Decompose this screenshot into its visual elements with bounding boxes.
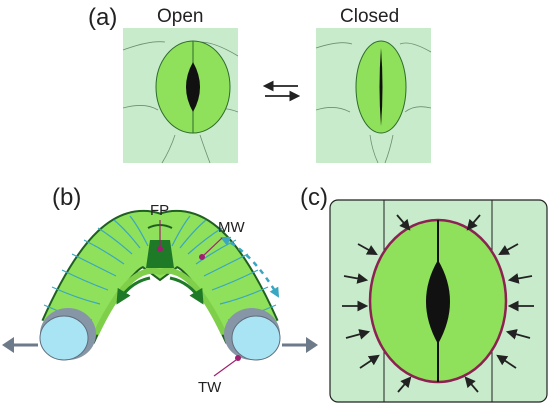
closed-stoma	[315, 28, 432, 164]
tw-label: TW	[198, 379, 222, 396]
stretch-arrow-icon	[220, 236, 280, 298]
stomatal-pore-open	[186, 62, 200, 112]
left-tube-end	[39, 308, 96, 361]
pressure-arrow-icon	[396, 214, 411, 231]
pressure-arrow-icon	[498, 243, 519, 256]
mw-label: MW	[218, 219, 245, 236]
panel-c-label: (c)	[300, 184, 328, 211]
pressure-arrow-icon	[357, 243, 378, 256]
fixed-pole	[146, 240, 174, 268]
open-label: Open	[157, 6, 203, 27]
pressure-arrow-icon	[464, 376, 479, 393]
open-stoma	[122, 28, 239, 164]
outward-arrows	[2, 337, 318, 353]
stomatal-pore-closed	[379, 48, 383, 126]
arrow-right-icon	[306, 337, 318, 353]
closed-label: Closed	[340, 6, 399, 27]
pressure-arrow-icon	[345, 329, 371, 340]
panel-a: (a) Open Closed	[88, 4, 432, 164]
pressure-arrow-icon	[505, 329, 531, 340]
pressure-arrows	[342, 214, 534, 393]
pressure-arrow-icon	[359, 354, 380, 369]
arrow-left-icon	[2, 337, 14, 353]
tw-pointer	[213, 359, 237, 377]
panel-c: (c)	[300, 184, 548, 403]
right-tube-end	[224, 308, 281, 361]
stomatal-pore	[426, 260, 450, 344]
panel-a-label: (a)	[88, 4, 117, 31]
pressure-arrow-icon	[397, 376, 412, 393]
panel-b: (b)	[2, 184, 318, 396]
panel-b-label: (b)	[52, 184, 81, 211]
cell-walls-closed	[315, 42, 432, 164]
bend-arrow-left-icon	[116, 276, 151, 305]
mw-pointer	[202, 237, 223, 257]
bend-arrow-right-icon	[169, 276, 204, 305]
fp-label: FP	[150, 202, 169, 219]
equilibrium-arrows	[262, 80, 301, 102]
pressure-arrow-icon	[507, 273, 533, 284]
pressure-arrow-icon	[496, 354, 517, 369]
pressure-arrow-icon	[466, 214, 481, 231]
pressure-arrow-icon	[343, 273, 369, 284]
